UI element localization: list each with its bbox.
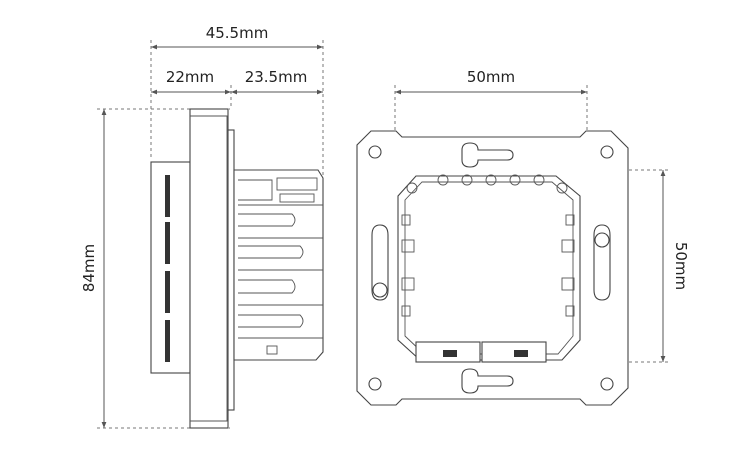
- insert-frame: [397, 175, 581, 361]
- frame-plate: [189, 108, 229, 429]
- keyhole-slot-top: [461, 142, 514, 168]
- button-slot: [165, 222, 170, 264]
- dim-label-mount-height: 50mm: [672, 242, 690, 290]
- screw-hole: [368, 377, 382, 391]
- screw-hole: [368, 145, 382, 159]
- dim-label-back-depth: 23.5mm: [245, 68, 308, 86]
- mount-bracket: [227, 129, 235, 411]
- button-body: [150, 161, 191, 374]
- dim-label-height: 84mm: [80, 244, 98, 292]
- dim-label-mount-width: 50mm: [467, 68, 515, 86]
- side-view: 45.5mm 22mm 23.5mm 84mm: [80, 24, 324, 429]
- terminal-window: [514, 350, 528, 357]
- button-slot: [165, 320, 170, 362]
- terminal-window: [443, 350, 457, 357]
- dim-label-total-depth: 45.5mm: [206, 24, 269, 42]
- button-slot: [165, 175, 170, 217]
- screw-hole: [600, 377, 614, 391]
- button-slot: [165, 271, 170, 313]
- keyhole-slot-bottom: [461, 368, 514, 394]
- screw-hole: [600, 145, 614, 159]
- front-view: 50mm 50mm: [356, 68, 690, 406]
- slot-end: [372, 282, 388, 298]
- dim-label-front-depth: 22mm: [166, 68, 214, 86]
- slot-end: [594, 232, 610, 248]
- insert-housing: [233, 169, 324, 361]
- side-slot-left: [371, 224, 389, 301]
